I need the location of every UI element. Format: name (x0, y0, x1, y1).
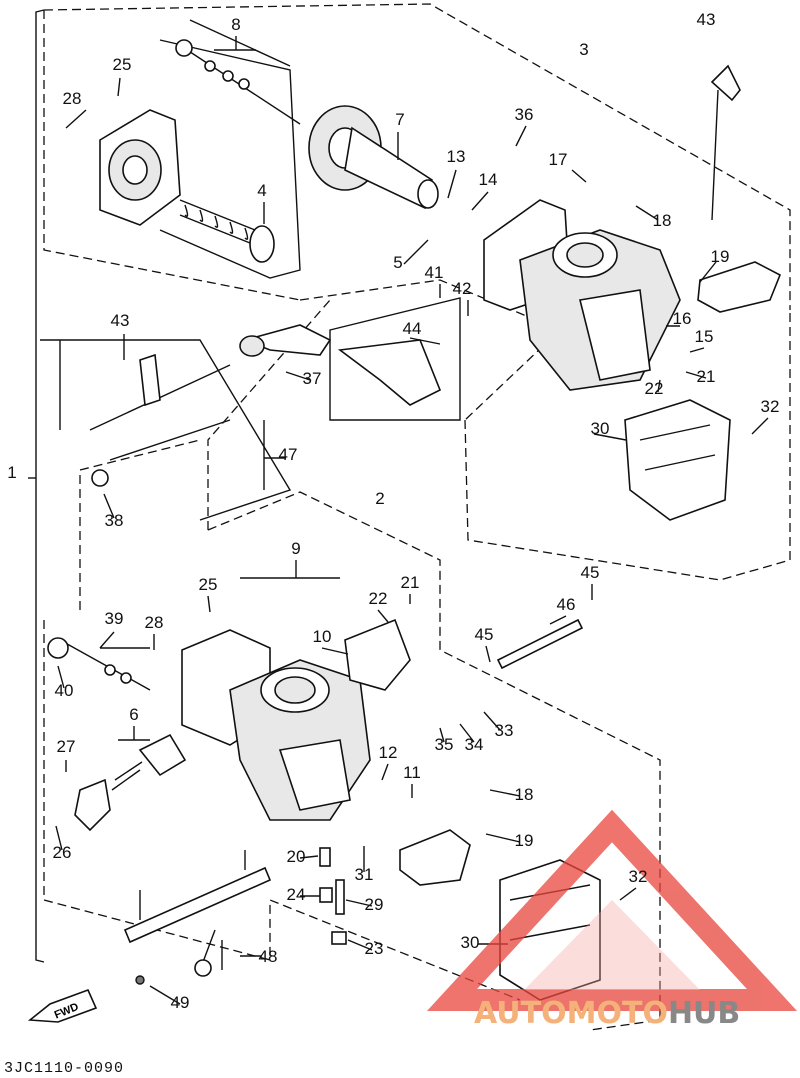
callout-42: 42 (453, 279, 472, 298)
callout-23: 23 (365, 939, 384, 958)
callout-29: 29 (365, 895, 384, 914)
accelerator-arm (710, 64, 741, 221)
callout-30: 30 (591, 419, 610, 438)
fwd-arrow: FWD (27, 988, 98, 1023)
callout-38: 38 (105, 511, 124, 530)
callout-45: 45 (581, 563, 600, 582)
callout-2: 2 (375, 489, 384, 508)
callout-28: 28 (145, 613, 164, 632)
needle-set (175, 39, 301, 125)
watermark-logo (426, 809, 798, 1011)
callout-43: 43 (697, 10, 716, 29)
lower-link (344, 618, 411, 691)
callout-10: 10 (313, 627, 332, 646)
top-cover (99, 109, 181, 226)
callout-34: 34 (465, 735, 484, 754)
callout-3: 3 (579, 40, 588, 59)
callout-6: 6 (129, 705, 138, 724)
callout-21: 21 (697, 367, 716, 386)
callout-15: 15 (695, 327, 714, 346)
callout-25: 25 (113, 55, 132, 74)
callout-41: 41 (425, 263, 444, 282)
callout-43: 43 (111, 311, 130, 330)
connecting-pipe (496, 618, 584, 670)
watermark-text: AUTOMOTOHUB (474, 996, 740, 1031)
drawing-code: 3JC1110-0090 (4, 1060, 125, 1077)
lower-choke-parts (74, 733, 187, 832)
callout-28: 28 (63, 89, 82, 108)
callout-35: 35 (435, 735, 454, 754)
lower-float (399, 829, 471, 886)
callout-17: 17 (549, 150, 568, 169)
callout-16: 16 (673, 309, 692, 328)
callout-49: 49 (171, 993, 190, 1012)
callout-4: 4 (257, 181, 266, 200)
throttle-shaft (89, 353, 231, 487)
upper-float-bowl (624, 399, 731, 521)
callout-1: 1 (7, 463, 16, 482)
watermark-text-part-b: HUB (667, 996, 741, 1031)
watermark-text-part-a: AUTOMOTO (474, 996, 668, 1031)
callout-14: 14 (479, 170, 498, 189)
callout-8: 8 (231, 15, 240, 34)
callout-7: 7 (395, 110, 404, 129)
callout-33: 33 (495, 721, 514, 740)
callout-44: 44 (403, 319, 422, 338)
throttle-linkage-upper (239, 324, 442, 406)
callout-24: 24 (287, 885, 306, 904)
spring (179, 199, 275, 263)
callout-11: 11 (403, 763, 421, 782)
leader-lines (55, 36, 769, 1005)
callout-22: 22 (645, 379, 664, 398)
idle-adjust-parts (135, 929, 216, 985)
callout-13: 13 (447, 147, 466, 166)
callout-31: 31 (355, 865, 374, 884)
callout-26: 26 (53, 843, 72, 862)
callout-37: 37 (303, 369, 322, 388)
callout-9: 9 (291, 539, 300, 558)
assembly-outline-1 (28, 9, 45, 963)
callout-18: 18 (515, 785, 534, 804)
bracket-plate (123, 850, 272, 944)
callout-39: 39 (105, 609, 124, 628)
lower-carb-body (181, 629, 371, 821)
callout-19: 19 (711, 247, 730, 266)
callout-30: 30 (461, 933, 480, 952)
callout-48: 48 (259, 947, 278, 966)
assembly-outline-3 (43, 3, 791, 581)
callout-19: 19 (515, 831, 534, 850)
callout-45: 45 (475, 625, 494, 644)
callout-47: 47 (279, 445, 298, 464)
callout-40: 40 (55, 681, 74, 700)
callout-22: 22 (369, 589, 388, 608)
callout-27: 27 (57, 737, 76, 756)
callout-32: 32 (629, 867, 648, 886)
callout-36: 36 (515, 105, 534, 124)
subassembly-outlines (40, 19, 461, 521)
callout-46: 46 (557, 595, 576, 614)
upper-carb-body (483, 199, 681, 391)
lower-pilot-parts (47, 637, 151, 691)
callout-25: 25 (199, 575, 218, 594)
diaphragm-piston (308, 105, 439, 210)
callout-12: 12 (379, 743, 398, 762)
callout-5: 5 (393, 253, 402, 272)
callout-21: 21 (401, 573, 420, 592)
callout-20: 20 (287, 847, 306, 866)
jet-stack (319, 847, 347, 945)
callout-18: 18 (653, 211, 672, 230)
callout-32: 32 (761, 397, 780, 416)
upper-float (697, 261, 782, 313)
